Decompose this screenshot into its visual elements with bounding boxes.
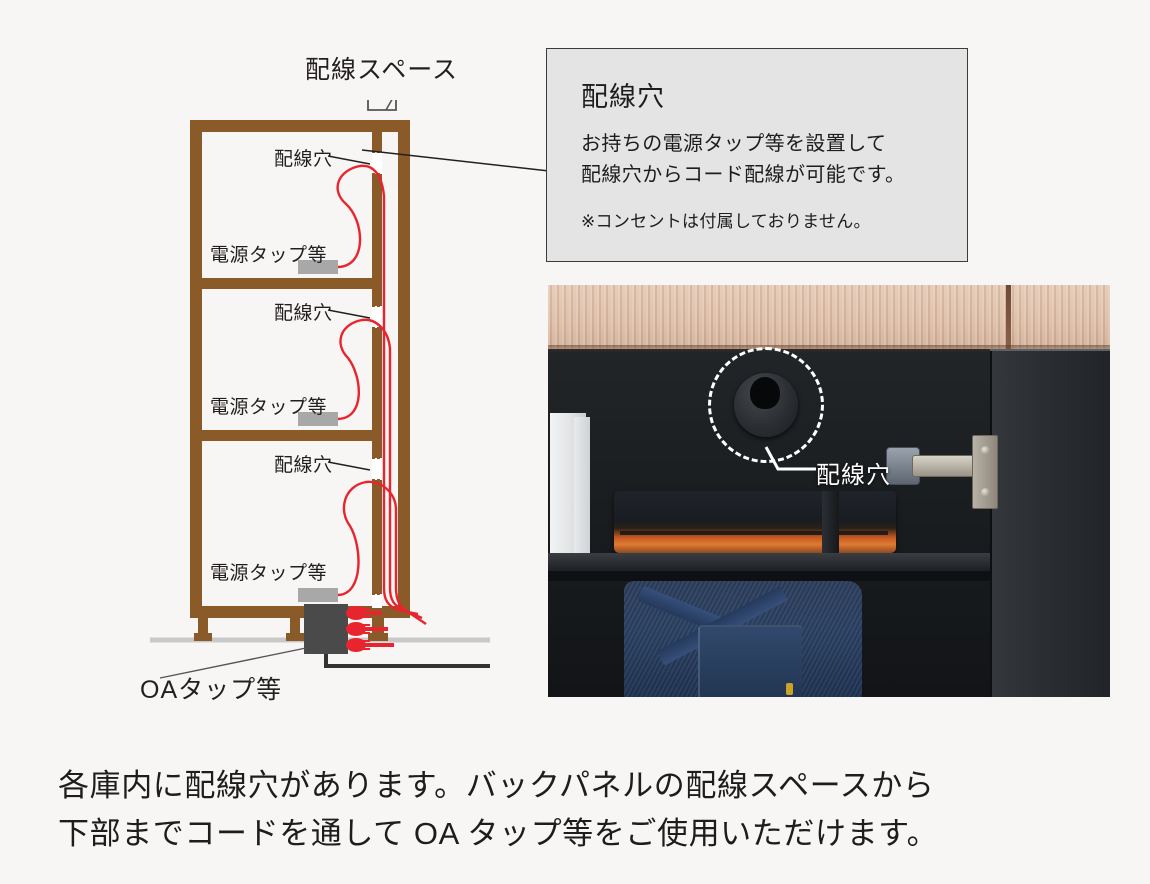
callout-body-line2: 配線穴からコード配線が可能です。: [581, 164, 906, 186]
cabinet-foot-1: [194, 633, 212, 641]
oa-tap-mains-cord: [324, 654, 490, 668]
cabinet-svg: [130, 81, 490, 679]
bottom-caption: 各庫内に配線穴があります。バックパネルの配線スペースから 下部までコードを通して…: [58, 762, 1098, 858]
callout-note: ※コンセントは付属しておりません。: [581, 212, 871, 231]
callout-title: 配線穴: [581, 82, 665, 112]
callout-box: 配線穴 お持ちの電源タップ等を設置して 配線穴からコード配線が可能です。 ※コン…: [546, 48, 968, 262]
photo-hinge-screw-top: [981, 446, 990, 455]
photo-shelf-front-edge: [548, 571, 992, 581]
cabinet-right-outer-panel: [398, 120, 410, 618]
wiring-space-bracket: [367, 81, 403, 111]
cabinet-leg-1: [198, 618, 208, 640]
label-power-tap-3: 電源タップ等: [210, 563, 328, 584]
cabinet-top-board: [190, 120, 410, 132]
power-cord-2: [337, 318, 423, 620]
cable-hole-opening-3: [372, 457, 382, 481]
cabinet-shelf-1: [190, 278, 382, 289]
photo-hinge-arm: [912, 455, 974, 477]
photo-white-box-2: [574, 417, 590, 555]
power-tap-block-1: [298, 260, 338, 274]
leader-line-hole-2: [327, 309, 371, 319]
photo-door-panel: [990, 351, 1110, 697]
cabinet-foot-2: [286, 633, 304, 641]
label-power-tap-1: 電源タップ等: [210, 245, 328, 266]
label-cable-hole-2: 配線穴: [274, 303, 333, 324]
power-tap-block-2: [298, 412, 338, 426]
callout-body: お持ちの電源タップ等を設置して 配線穴からコード配線が可能です。: [581, 129, 905, 191]
power-cord-1: [336, 164, 419, 616]
photo-hinge-screw-bottom: [981, 488, 990, 497]
label-wiring-space: 配線スペース: [305, 56, 459, 84]
photo-hinge-plate: [972, 435, 998, 509]
photo-laptop-sleeve: [614, 491, 896, 553]
label-power-tap-2: 電源タップ等: [210, 397, 328, 418]
plug-1: [346, 606, 382, 620]
cabinet-back-inner-panel: [372, 120, 382, 618]
cabinet-foot-3: [368, 633, 388, 641]
photo-shelf: [548, 553, 992, 575]
leader-line-hole-1: [327, 155, 371, 165]
cable-hole-opening-2: [372, 305, 382, 329]
label-oa-tap: OAタップ等: [140, 676, 283, 704]
power-cord-3: [337, 480, 427, 625]
cabinet-shelf-2: [190, 430, 382, 441]
callout-body-line1: お持ちの電源タップ等を設置して: [581, 133, 887, 155]
callout-leader-line: [361, 149, 559, 173]
photo-laptop-sleeve-strap: [822, 491, 839, 553]
photo-wood-seam: [1006, 285, 1011, 351]
caption-line-1: 各庫内に配線穴があります。バックパネルの配線スペースから: [58, 768, 935, 803]
photo-jeans-pocket: [698, 625, 802, 697]
photo-highlight-circle: [708, 347, 824, 463]
oa-tap-box: [304, 604, 348, 654]
cable-exit-opening-bottom: [372, 593, 382, 608]
cabinet-cross-section-diagram: 配線穴 電源タップ等 配線穴 電源タップ等 配線穴 電源タップ等: [130, 81, 490, 680]
label-cable-hole-3: 配線穴: [274, 455, 333, 476]
cabinet-left-panel: [190, 120, 202, 618]
photo-jeans-rivet: [786, 683, 793, 695]
power-tap-block-3: [298, 588, 338, 602]
plug-2: [346, 622, 388, 636]
photo-top-shadow: [548, 345, 1110, 353]
photo-laptop-sleeve-seam: [620, 531, 888, 535]
label-cable-hole-1: 配線穴: [274, 149, 333, 170]
caption-line-2: 下部までコードを通して OA タップ等をご使用いただけます。: [58, 816, 939, 852]
plug-3: [346, 638, 394, 652]
leader-line-oa-tap: [159, 647, 307, 679]
photo-label-leader-line: [764, 446, 816, 471]
photo-cable-hole-label: 配線穴: [816, 462, 891, 489]
leader-line-hole-3: [327, 461, 371, 471]
cabinet-leg-2: [290, 618, 300, 640]
photo-wood-top-board: [548, 285, 1110, 351]
product-photo: 配線穴: [548, 285, 1110, 697]
